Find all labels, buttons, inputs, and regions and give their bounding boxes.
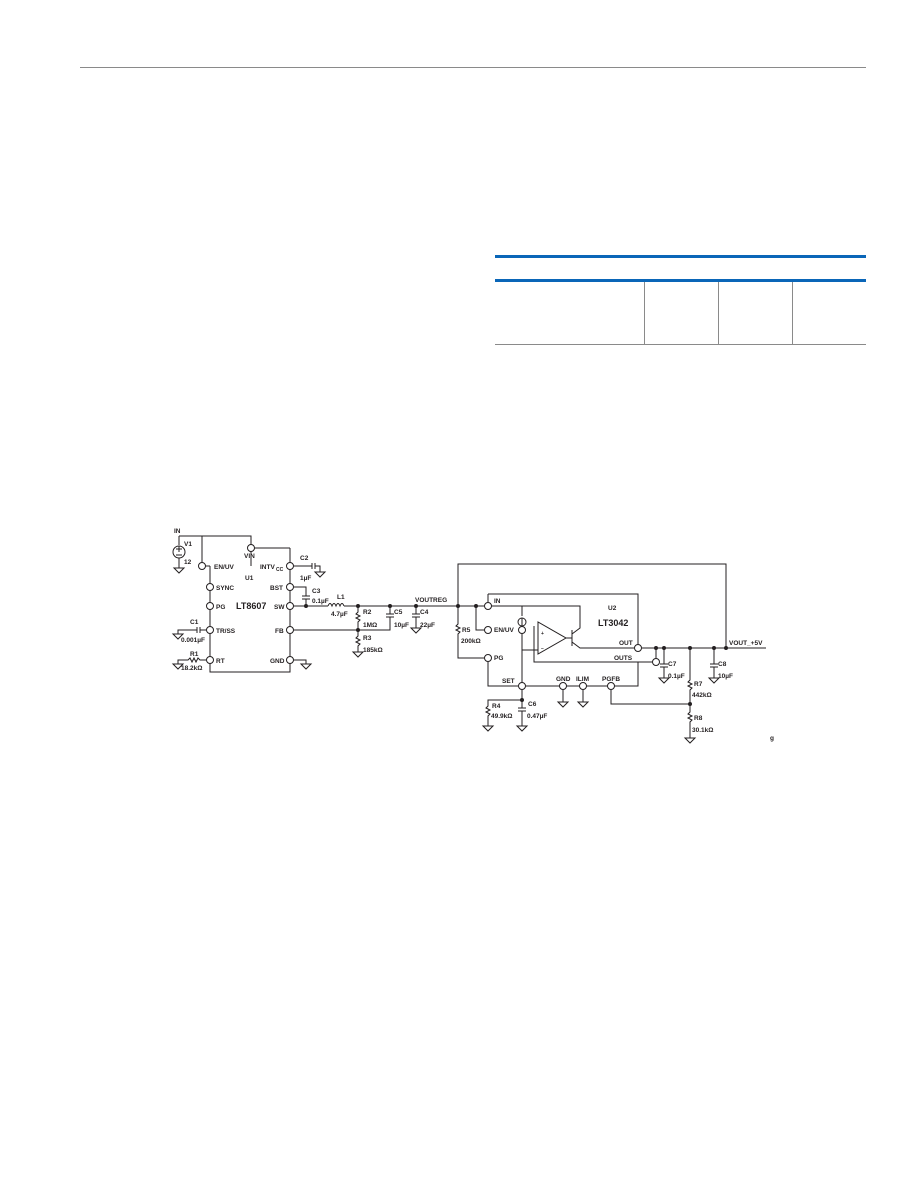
table-header-rule	[495, 279, 866, 282]
c4-ref: C4	[420, 609, 429, 616]
net-vout-reg: VOUTREG	[415, 597, 447, 604]
u1-part: LT8607	[236, 601, 266, 611]
u2-pin-out: OUT	[619, 640, 633, 647]
table-column-divider	[792, 282, 793, 344]
table-column-divider	[644, 282, 645, 344]
c1-ref: C1	[190, 619, 199, 626]
v1-value: 12	[184, 559, 192, 566]
u2-pin-pgfb: PGFB	[602, 676, 620, 683]
u1-pin-sync: SYNC	[216, 585, 234, 592]
u2-pin-outs: OUTS	[614, 655, 633, 662]
u1-ref: U1	[245, 575, 254, 582]
u2-pin-in: IN	[494, 598, 501, 605]
c4-value: 22µF	[420, 622, 435, 629]
c5-ref: C5	[394, 609, 403, 616]
opamp-minus: −	[541, 646, 544, 652]
c6-ref: C6	[528, 701, 537, 708]
u1-pin-intv: INTV	[260, 564, 275, 571]
u1-pin-tr-ss: TR/SS	[216, 628, 236, 635]
u2-pins	[456, 602, 728, 706]
v1-name: V1	[184, 541, 192, 548]
l1-value: 4.7µF	[331, 611, 348, 618]
net-vout: VOUT_+5V	[729, 640, 763, 647]
u2-pin-en-uv: EN/UV	[494, 627, 515, 634]
c8-ref: C8	[718, 661, 727, 668]
u1-pin-fb: FB	[275, 628, 284, 635]
r5-ref: R5	[462, 627, 471, 634]
c7-ref: C7	[668, 661, 677, 668]
c3-ref: C3	[312, 588, 321, 595]
figure-mark: g	[770, 735, 774, 742]
input-label: IN	[174, 528, 181, 535]
c1-value: 0.001µF	[181, 637, 205, 644]
c6-value: 0.47µF	[527, 713, 547, 720]
u1-pin-en-uv: EN/UV	[214, 564, 235, 571]
u2-pin-gnd: GND	[556, 676, 571, 683]
u1-pin-sw: SW	[274, 604, 285, 611]
u2-ref: U2	[608, 605, 617, 612]
header-rule	[80, 67, 866, 68]
table-bottom-rule	[495, 344, 866, 345]
u1-pin-gnd: GND	[270, 658, 285, 665]
r1-value: 18.2kΩ	[181, 665, 202, 672]
u2-pin-set: SET	[502, 678, 515, 685]
c2-value: 1µF	[300, 575, 311, 582]
u1-pin-rt: RT	[216, 658, 225, 665]
c3-value: 0.1µF	[312, 598, 329, 605]
r1-ref: R1	[190, 651, 199, 658]
c2-ref: C2	[300, 555, 309, 562]
u1-pin-intv-sub: CC	[276, 567, 284, 573]
r3-value: 185kΩ	[363, 647, 383, 654]
c7-value: 0.1µF	[668, 673, 685, 680]
r8-value: 30.1kΩ	[692, 727, 713, 734]
u1-pin-vin: VIN	[244, 553, 255, 560]
r5-value: 200kΩ	[461, 638, 481, 645]
table-column-divider	[718, 282, 719, 344]
r8-ref: R8	[694, 715, 703, 722]
u1-pins	[198, 544, 418, 664]
source-v1	[172, 535, 202, 574]
u1-pin-pg: PG	[216, 604, 225, 611]
u2-pin-pg: PG	[494, 655, 503, 662]
u2-part: LT3042	[598, 618, 628, 628]
r2-value: 1MΩ	[363, 622, 377, 629]
r2-ref: R2	[363, 609, 372, 616]
c8-value: 10µF	[718, 673, 733, 680]
c5-value: 10µF	[394, 622, 409, 629]
r4-ref: R4	[492, 703, 501, 710]
opamp-plus: +	[541, 631, 544, 637]
u1-pin-bst: BST	[270, 585, 283, 592]
r7-value: 442kΩ	[692, 692, 712, 699]
r7-ref: R7	[694, 681, 703, 688]
u2-pin-ilim: ILIM	[576, 676, 589, 683]
l1-ref: L1	[337, 594, 345, 601]
r3-ref: R3	[363, 635, 372, 642]
table-top-rule	[495, 255, 866, 258]
r4-value: 49.9kΩ	[491, 713, 512, 720]
